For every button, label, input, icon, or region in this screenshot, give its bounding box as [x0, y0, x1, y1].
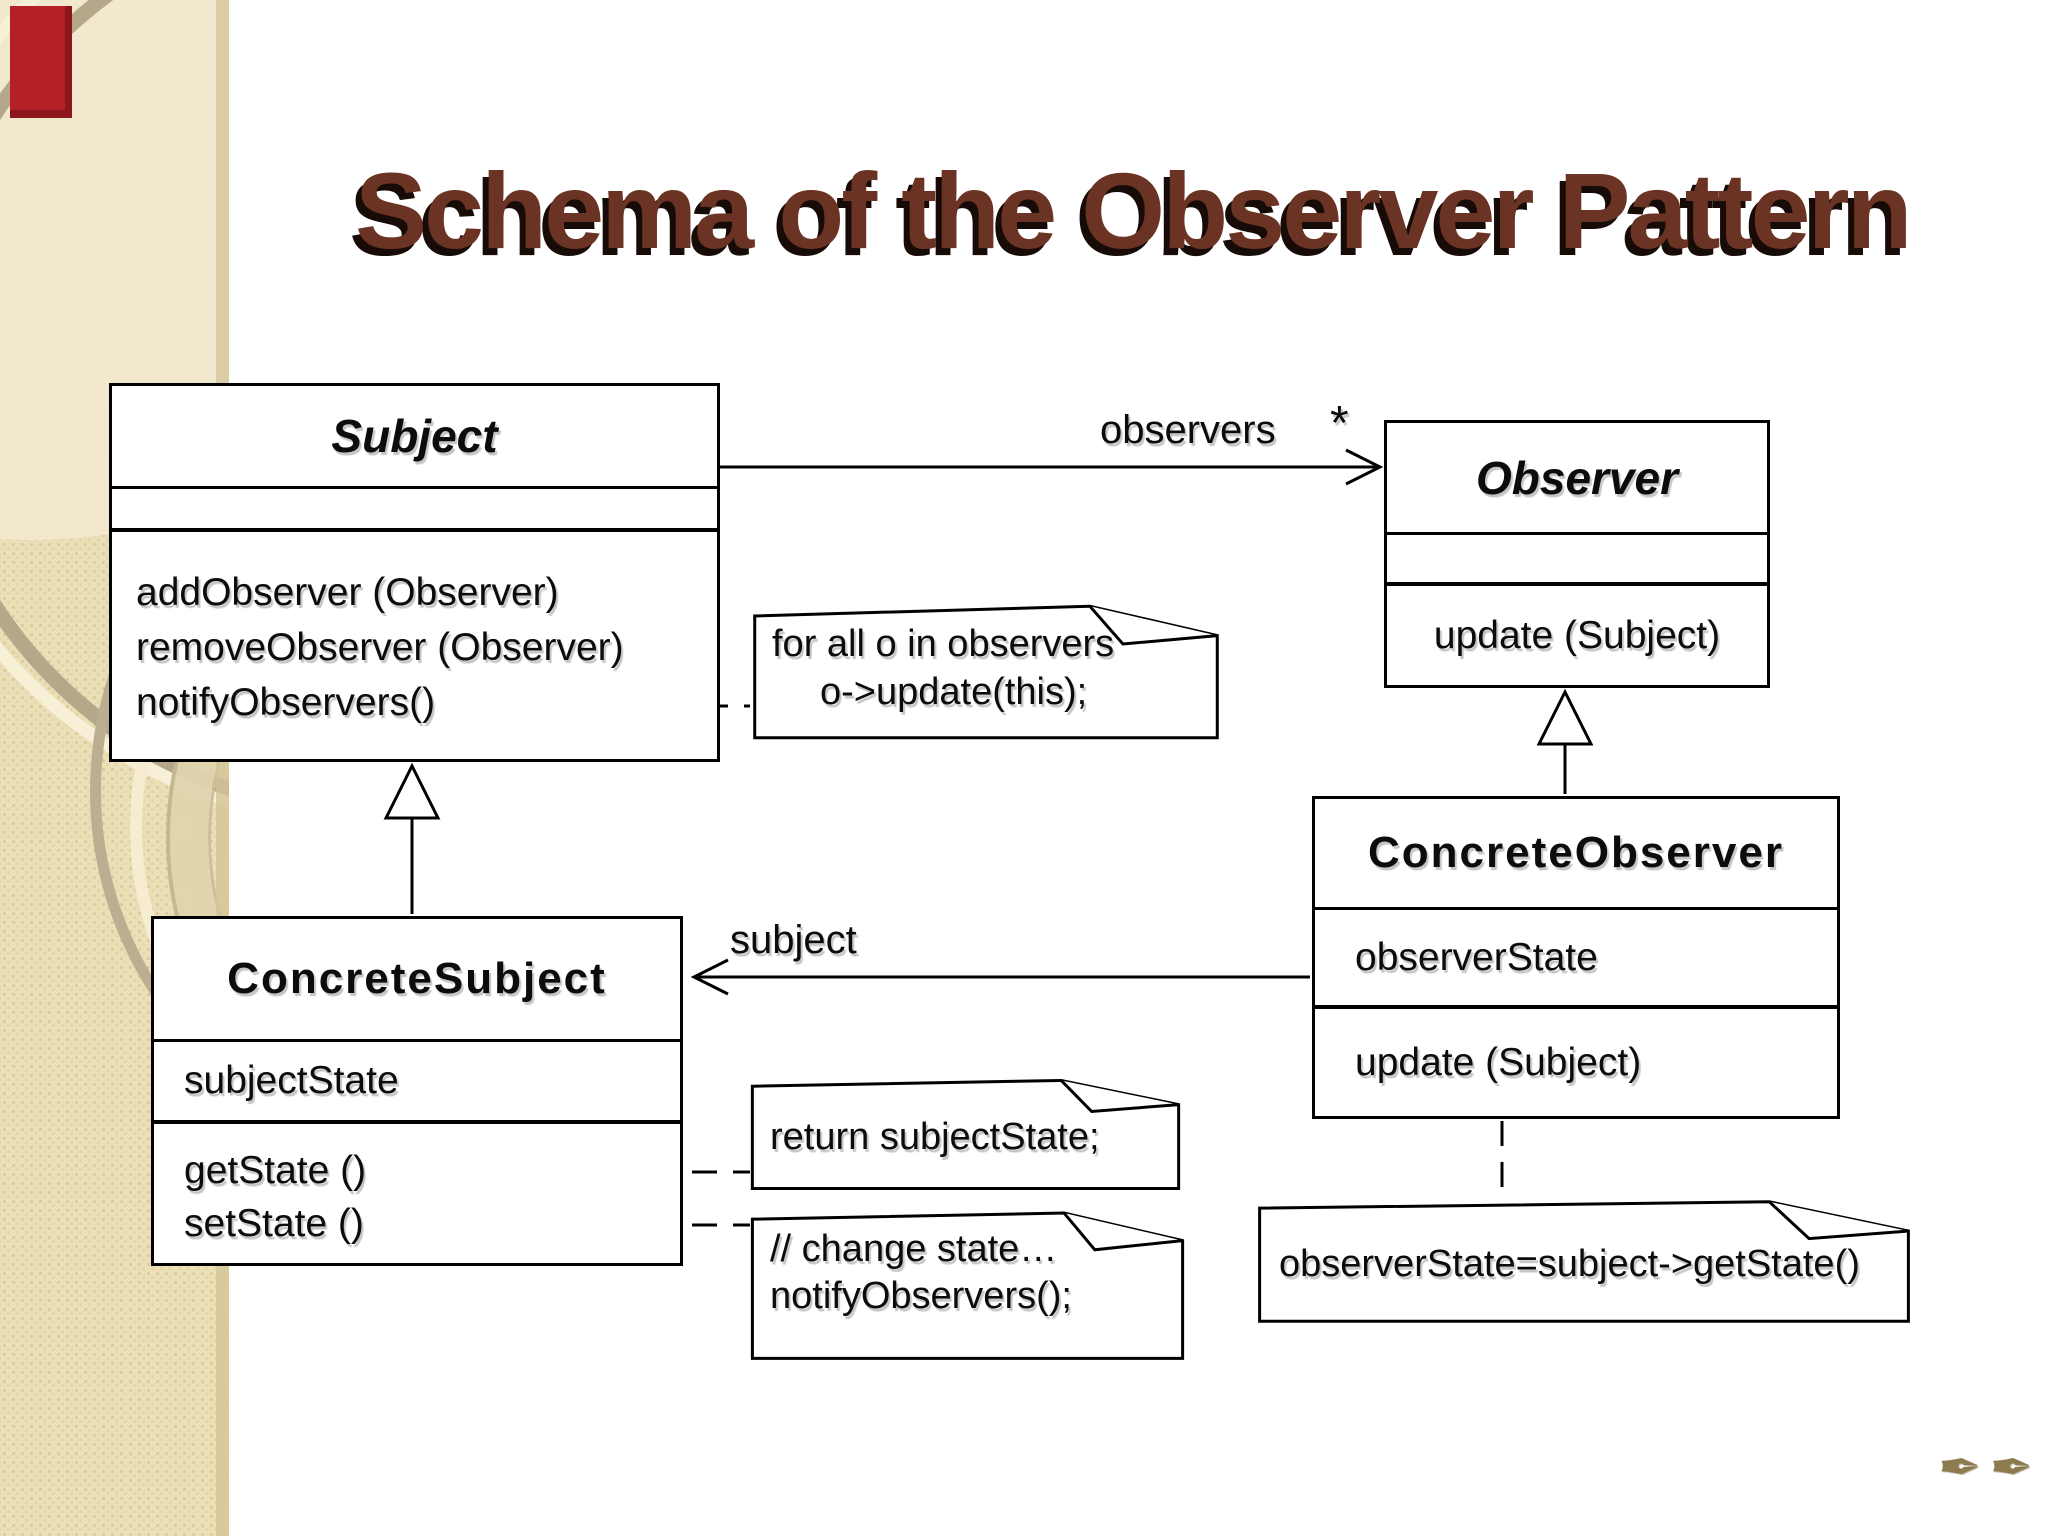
concrete-observer-attributes: observerState: [1315, 910, 1837, 1009]
note-update-implementation: observerState=subject->getState(): [1253, 1198, 1915, 1325]
concrete-subject-attributes: subjectState: [154, 1042, 680, 1124]
generalization-observer-arrow: [1536, 688, 1594, 794]
concrete-observer-methods: update (Subject): [1315, 1009, 1837, 1116]
note-shape: [748, 1077, 1183, 1192]
note-set-state: // change state… notifyObservers();: [748, 1210, 1187, 1363]
association-observers-arrow: [720, 448, 1384, 486]
class-title-concrete-observer: ConcreteObserver: [1315, 799, 1837, 910]
note-shape: [748, 1210, 1187, 1363]
red-accent-bar: [10, 6, 72, 118]
multiplicity-label: *: [1330, 397, 1349, 450]
note-get-state: return subjectState;: [748, 1077, 1183, 1192]
note-text: // change state… notifyObservers();: [770, 1228, 1072, 1317]
class-box-observer: Observer update (Subject): [1384, 420, 1770, 688]
method: setState (): [184, 1202, 364, 1245]
pen-nib-icon: ✒: [1938, 1439, 1982, 1497]
class-box-concrete-subject: ConcreteSubject subjectState getState ()…: [151, 916, 683, 1266]
pen-icons-group: ✒ ✒: [1938, 1438, 2048, 1498]
method: removeObserver (Observer): [136, 626, 624, 669]
note-text: return subjectState;: [770, 1116, 1100, 1158]
subject-methods: addObserver (Observer) removeObserver (O…: [112, 532, 717, 730]
strip-edge: [216, 0, 229, 1536]
association-label-observers: observers: [1100, 408, 1276, 452]
generalization-subject-arrow: [383, 762, 441, 914]
note-text: observerState=subject->getState(): [1279, 1243, 1860, 1285]
pen-nib-icon: ✒: [1989, 1439, 2034, 1497]
class-box-concrete-observer: ConcreteObserver observerState update (S…: [1312, 796, 1840, 1119]
sidebar-decoration: [0, 0, 229, 1536]
method: update (Subject): [1433, 613, 1721, 657]
subject-attributes-empty: [112, 489, 717, 532]
method: notifyObservers(): [136, 681, 436, 724]
note-shape: [750, 602, 1222, 742]
observer-attributes-empty: [1387, 535, 1767, 586]
page-title: Schema of the Observer Pattern: [355, 150, 1913, 271]
class-title-observer: Observer: [1387, 423, 1767, 535]
method: addObserver (Observer): [136, 571, 559, 614]
concrete-subject-methods: getState () setState (): [154, 1124, 680, 1250]
association-subject-arrow: [690, 958, 1310, 996]
method: getState (): [184, 1149, 367, 1192]
note-notify-observers: for all o in observers o->update(this);: [750, 602, 1222, 742]
association-label-subject: subject: [730, 918, 857, 962]
class-box-subject: Subject addObserver (Observer) removeObs…: [109, 383, 720, 762]
method: update (Subject): [1355, 1040, 1642, 1084]
observer-methods: update (Subject): [1387, 586, 1767, 685]
class-title-concrete-subject: ConcreteSubject: [154, 919, 680, 1042]
note-shape: [1253, 1198, 1915, 1325]
note-text: for all o in observers o->update(this);: [772, 623, 1115, 713]
class-title-subject: Subject: [112, 386, 717, 489]
